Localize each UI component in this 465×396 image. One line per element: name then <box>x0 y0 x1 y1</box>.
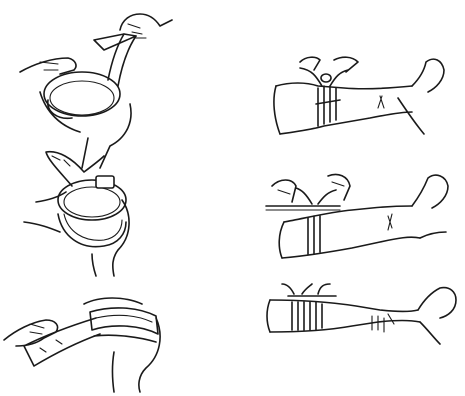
belt-band-stitch <box>96 315 152 322</box>
thigh-outline-top <box>24 222 60 232</box>
belt-loop-inner <box>50 81 114 115</box>
sleeve-end <box>279 222 284 258</box>
panel-stick-windlass-twist <box>266 174 448 258</box>
knot-tails <box>296 188 336 204</box>
secured-ties <box>282 284 330 294</box>
fist <box>418 288 456 318</box>
bandage-knot <box>321 74 331 82</box>
elbow-crease <box>388 214 392 230</box>
hand-twisting-left <box>272 180 296 202</box>
belt-holes <box>40 340 62 352</box>
arm-outline-bottom <box>282 237 420 258</box>
forearm-inner <box>420 322 440 344</box>
panel-belt-pull-tight <box>4 298 160 392</box>
belt-wrap-lower-inner <box>64 214 122 240</box>
elbow-crease <box>378 96 384 108</box>
arm-outline-top <box>276 83 412 89</box>
arm-outline-top <box>284 206 412 222</box>
belt-wrap-outer <box>58 180 126 220</box>
belt-wrap-mid <box>64 187 120 217</box>
forearm-inner <box>398 98 424 134</box>
fist <box>412 175 448 208</box>
pulse-marks <box>372 316 384 332</box>
shin-outline <box>113 352 115 392</box>
thigh-outline-upper <box>36 192 66 202</box>
panel-windlass-secured <box>267 284 456 344</box>
belt-band-lower <box>94 335 156 342</box>
thigh-outline-top <box>84 298 142 304</box>
fist <box>412 59 444 92</box>
hand-upper <box>120 14 172 30</box>
belt-buckle <box>96 176 114 188</box>
panel-belt-loop-thread <box>20 14 172 168</box>
bandage-wraps <box>292 302 322 330</box>
panel-bandage-tie-arm <box>274 57 444 134</box>
shin-outline <box>82 138 88 168</box>
sleeve-end <box>267 300 270 332</box>
hand-lower-fingers <box>40 62 58 70</box>
panel-belt-wrap-knee <box>24 152 129 276</box>
sleeve-end <box>274 86 280 134</box>
arm-outline-bottom <box>280 112 412 134</box>
knee-outline <box>100 104 131 168</box>
forearm-inner <box>420 232 446 238</box>
hand-fingers <box>278 182 344 194</box>
elbow-crease <box>388 314 394 324</box>
belt-band <box>90 308 158 334</box>
bandage-wraps <box>308 216 320 254</box>
hand-twisting-right <box>328 174 350 200</box>
hand-fingers <box>30 324 44 334</box>
shin-outline <box>92 254 96 276</box>
belt-wrap-lower <box>58 214 126 247</box>
bandage-wraps <box>318 86 336 126</box>
hand-lower <box>20 58 76 74</box>
